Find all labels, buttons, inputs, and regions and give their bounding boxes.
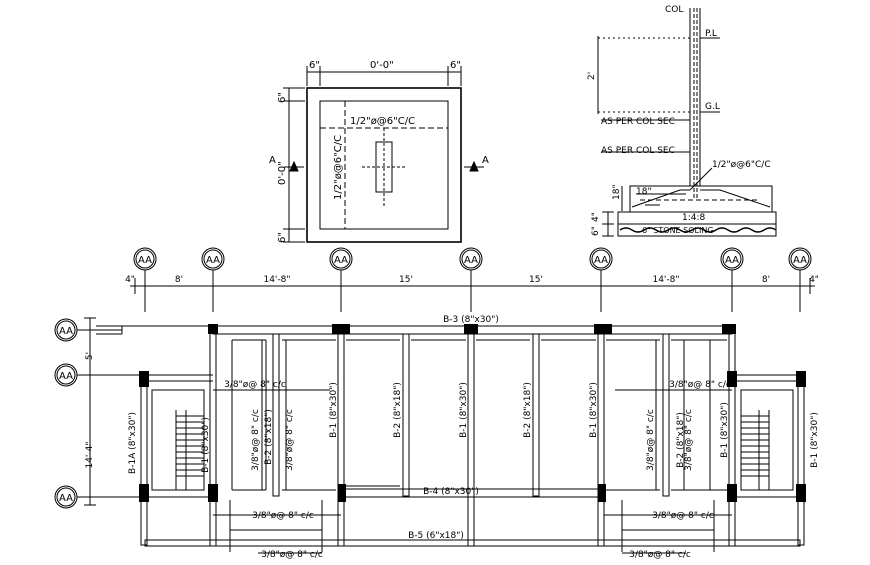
dim-side-center: 0'-0" <box>277 161 288 185</box>
rebar-note-v-left-2: 3/8"ø@ 8" c/c <box>285 409 295 471</box>
grid-bubble-labels-left: AA AA AA 5' 14'-4" <box>59 326 95 504</box>
grid-bubbles-top <box>130 247 815 312</box>
grid-bubble: AA <box>59 493 73 504</box>
grid-bubble: AA <box>793 255 807 266</box>
beam-b1-mid2-label: B-1 (8"x30") <box>589 382 599 438</box>
footing-rebar-label: 1/2"ø@6"C/C <box>712 160 771 170</box>
grid-spacing: 8' <box>175 275 183 285</box>
col-sec-note-2: AS PER COL SEC <box>601 146 675 156</box>
beam-b3-label: B-3 (8"x30") <box>443 315 499 325</box>
footing-plan-labels: 6" 0'-0" 6" 6" 0'-0" 6" 1/2"ø@6"C/C 1/2"… <box>269 60 489 243</box>
beam-b4-label: B-4 (8"x30") <box>423 487 479 497</box>
grid-bubble: AA <box>59 371 73 382</box>
grid-bubble: AA <box>138 255 152 266</box>
grid-spacing: 15' <box>399 275 413 285</box>
col-sec-note-1: AS PER COL SEC <box>601 117 675 127</box>
beam-b2-mid2-label: B-2 (8"x18") <box>523 382 533 438</box>
rebar-note-v-right-2: 3/8"ø@ 8" c/c <box>684 409 694 471</box>
left-dim-5ft: 5' <box>85 352 95 360</box>
dim-18-horizontal: 18" <box>636 187 652 197</box>
rebar-vertical-label: 1/2"ø@6"C/C <box>333 135 344 200</box>
rebar-note-bot-left-2: 3/8"ø@ 8" c/c <box>261 550 323 560</box>
dim-4in: 4" <box>591 212 601 222</box>
grid-bubble: AA <box>334 255 348 266</box>
beam-labels: B-3 (8"x30") B-4 (8"x30") B-5 (6"x18") B… <box>128 315 820 541</box>
beam-b2-mid1-label: B-2 (8"x18") <box>393 382 403 438</box>
footing-inner-outline <box>319 100 449 230</box>
beam-b2-left-label: B-2 (8"x18") <box>264 409 274 465</box>
left-dim-14ft: 14'-4" <box>85 441 95 468</box>
dim-18-vertical: 18" <box>612 184 622 200</box>
rebar-note-top-left: 3/8"ø@ 8" c/c <box>224 380 286 390</box>
beam-b1-right-inner-label: B-1 (8"x30") <box>720 402 730 458</box>
beam-b1-center-label: B-1 (8"x30") <box>459 382 469 438</box>
columns <box>139 324 806 502</box>
stone-soling-label: 6" STONE SOLING <box>642 226 714 235</box>
grid-spacing: 4" <box>809 275 819 285</box>
rebar-note-bot-right-1: 3/8"ø@ 8" c/c <box>652 511 714 521</box>
dim-top-right: 6" <box>450 60 461 71</box>
rebar-note-top-right: 3/8"ø@ 8" c/c <box>669 380 731 390</box>
footing-plan <box>283 66 484 243</box>
grid-spacing: 14'-8" <box>652 275 679 285</box>
pl-label: P.L <box>705 29 717 39</box>
beam-b2-right-label: B-2 (8"x18") <box>676 412 686 468</box>
dim-side-top: 6" <box>277 92 288 103</box>
grid-spacing: 4" <box>125 275 135 285</box>
framing-plan <box>96 325 805 554</box>
beam-b1-mid1-label: B-1 (8"x30") <box>329 382 339 438</box>
grid-spacing-labels: 4" 8' 14'-8" 15' 15' 14'-8" 8' 4" <box>125 275 819 285</box>
footing-section <box>597 8 777 237</box>
grid-spacing: 14'-8" <box>263 275 290 285</box>
rebar-note-bot-left-1: 3/8"ø@ 8" c/c <box>252 511 314 521</box>
grid-bubble: AA <box>725 255 739 266</box>
gl-label: G.L <box>705 102 720 112</box>
beam-b1a-label: B-1A (8"x30") <box>128 412 138 474</box>
rebar-note-bot-right-2: 3/8"ø@ 8" c/c <box>629 550 691 560</box>
section-mark-left: A <box>269 155 276 166</box>
grid-bubble: AA <box>594 255 608 266</box>
col-label: COL <box>665 5 683 15</box>
dim-2ft: 2' <box>587 72 597 80</box>
dim-top-left: 6" <box>309 60 320 71</box>
beam-b1-right-label: B-1 (8"x30") <box>810 412 820 468</box>
section-mark-right: A <box>482 155 489 166</box>
rebar-horizontal-label: 1/2"ø@6"C/C <box>350 116 415 127</box>
beam-b5-label: B-5 (6"x18") <box>408 531 464 541</box>
grid-bubble: AA <box>464 255 478 266</box>
grid-bubble-labels: AA AA AA AA AA AA AA <box>138 255 807 266</box>
grid-bubble: AA <box>59 326 73 337</box>
grid-spacing: 8' <box>762 275 770 285</box>
footing-outline <box>306 87 462 243</box>
dim-top-center: 0'-0" <box>370 60 394 71</box>
dim-side-bottom: 6" <box>277 232 288 243</box>
beam-b1-left-inner-label: B-1 (8"x30") <box>201 417 211 473</box>
grid-bubble: AA <box>206 255 220 266</box>
rebar-notes: 3/8"ø@ 8" c/c 3/8"ø@ 8" c/c 3/8"ø@ 8" c/… <box>224 380 731 560</box>
footing-section-labels: COL P.L G.L 2' AS PER COL SEC AS PER COL… <box>587 5 771 236</box>
rebar-note-v-left-1: 3/8"ø@ 8" c/c <box>251 409 261 471</box>
grid-bubbles-left <box>54 317 140 509</box>
grid-spacing: 15' <box>529 275 543 285</box>
rebar-note-v-right-1: 3/8"ø@ 8" c/c <box>646 409 656 471</box>
mix-label: 1:4:8 <box>682 213 706 223</box>
dim-6in: 6" <box>591 226 601 236</box>
